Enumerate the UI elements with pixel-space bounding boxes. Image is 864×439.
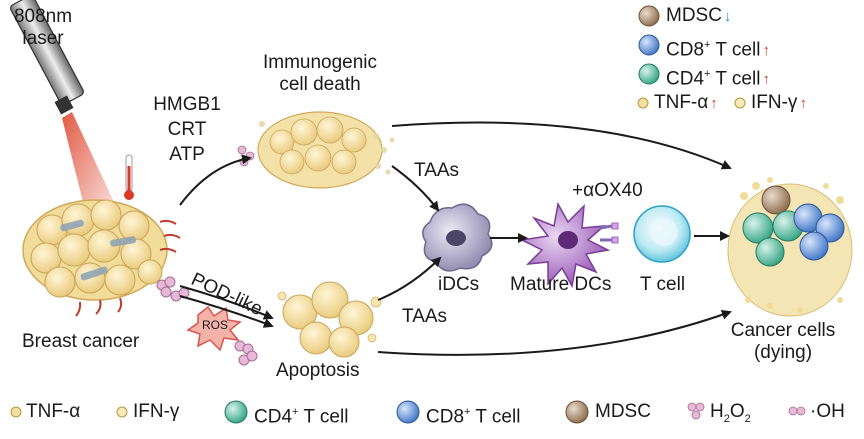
legend-cd4-prefix: CD4 (666, 68, 705, 90)
ros-label: ROS (202, 318, 229, 332)
bottom-ifn-dot (116, 406, 128, 418)
thermometer-icon (124, 154, 134, 200)
idcs-label: iDCs (438, 274, 480, 295)
hmgb1-label: HMGB1 (153, 94, 221, 115)
bottom-mdsc: MDSC (595, 401, 651, 422)
legend-ifn-label: IFN-γ (751, 92, 798, 113)
legend-cd4-suffix: T cell (715, 68, 761, 90)
bottom-cd8: CD8+ T cell (426, 401, 520, 428)
bottom-ifn: IFN-γ (133, 401, 180, 422)
legend-tnf-label: TNF-α (654, 92, 709, 113)
laser-label-line2: laser (22, 28, 64, 49)
aox40-label: +αOX40 (572, 180, 643, 201)
legend-ifn: IFN-γ↑ (751, 92, 807, 115)
mature-dc-icon (519, 201, 619, 289)
cancer-cells-line1: Cancer cells (730, 320, 836, 341)
bottom-cd8-dot (396, 400, 420, 424)
bottom-h2o2: H2O2 (710, 401, 751, 430)
mature-dcs-label: Mature DCs (510, 274, 612, 295)
legend-mdsc-label: MDSC (666, 5, 722, 26)
breast-cancer-tumor-icon (22, 199, 181, 317)
arrow-tumor-to-icd (179, 154, 252, 206)
atp-label: ATP (169, 144, 205, 165)
h2o2-sub-b: 2 (744, 412, 751, 425)
laser-label-line1: 808nm (13, 6, 73, 27)
cancer-cells-line2: (dying) (753, 342, 813, 363)
dAMP-labels: HMGB1 CRT ATP (150, 92, 224, 167)
flow-arrows (179, 121, 732, 356)
legend-cd8-suffix: T cell (715, 39, 761, 61)
apoptosis-cluster-icon (277, 281, 382, 358)
icd-label-line1: Immunogenic (262, 52, 378, 73)
h2o2-o: O (729, 401, 745, 422)
legend-mdsc-dot (638, 5, 660, 27)
increase-arrow-icon: ↑ (710, 95, 718, 112)
taas-bottom-label: TAAs (402, 306, 448, 327)
arrow-icd-to-cancer (391, 121, 732, 170)
legend-cd8-dot (638, 34, 660, 56)
arrow-apoptosis-to-cancer (377, 310, 732, 356)
bottom-cd4-dot (224, 400, 248, 424)
bottom-cd4-sup: + (292, 406, 299, 418)
legend-cd8-sup: + (704, 39, 711, 51)
bottom-cd8-suffix: T cell (475, 406, 521, 428)
bottom-cd8-sup: + (464, 406, 471, 418)
h2o2-sub-a: 2 (723, 412, 730, 425)
arrow-apoptosis-to-idc (377, 256, 442, 301)
bottom-mdsc-dot (565, 400, 589, 424)
bottom-oh: ·OH (810, 401, 845, 422)
apoptosis-label: Apoptosis (276, 360, 360, 381)
bottom-tnf: TNF-α (26, 401, 81, 422)
icd-label-line2: cell death (279, 74, 361, 95)
bottom-h2o2-icon (687, 402, 705, 420)
breast-cancer-label: Breast cancer (22, 331, 140, 352)
legend-cd4: CD4+ T cell↑ (666, 63, 770, 91)
bottom-cd4: CD4+ T cell (254, 401, 348, 428)
arrow-tumor-to-apoptosis-2 (179, 295, 274, 328)
legend-tnf-dot (637, 97, 649, 109)
legend-cd4-sup: + (704, 68, 711, 80)
immunogenic-cell-death-icon (237, 111, 395, 189)
ros-burst-icon (186, 305, 242, 352)
legend-cd8: CD8+ T cell↑ (666, 34, 770, 62)
bottom-cd4-suffix: T cell (303, 406, 349, 428)
icd-label: Immunogenic cell death (250, 52, 390, 96)
laser-label: 808nm laser (8, 6, 78, 50)
cancer-cells-label: Cancer cells (dying) (718, 320, 848, 364)
legend-mdsc: MDSC↓ (666, 5, 731, 28)
t-cell-icon (633, 205, 691, 263)
legend-cd8-prefix: CD8 (666, 39, 705, 61)
bottom-tnf-dot (10, 406, 22, 418)
taas-top-label: TAAs (414, 160, 460, 181)
increase-arrow-icon: ↑ (762, 71, 770, 89)
idc-cell-icon (422, 203, 493, 272)
bottom-oh-icon (788, 406, 806, 416)
laser-device-icon (10, 0, 84, 115)
arrow-icd-to-idc (391, 165, 440, 212)
arrow-tumor-to-apoptosis (179, 285, 274, 320)
laser-beam-icon (62, 112, 120, 222)
decrease-arrow-icon: ↓ (723, 8, 732, 25)
increase-arrow-icon: ↑ (762, 42, 770, 60)
bottom-cd4-prefix: CD4 (254, 406, 293, 428)
legend-cd4-dot (638, 63, 660, 85)
legend-ifn-dot (734, 97, 746, 109)
legend-tnf: TNF-α↑ (654, 92, 718, 115)
increase-arrow-icon: ↑ (799, 95, 807, 112)
bottom-cd8-prefix: CD8 (426, 406, 465, 428)
t-cell-label: T cell (640, 274, 686, 295)
crt-label: CRT (167, 119, 207, 140)
dying-cancer-cells-icon (727, 177, 853, 317)
h2o2-h: H (710, 401, 724, 422)
h2o2-molecules-icon (156, 276, 258, 366)
